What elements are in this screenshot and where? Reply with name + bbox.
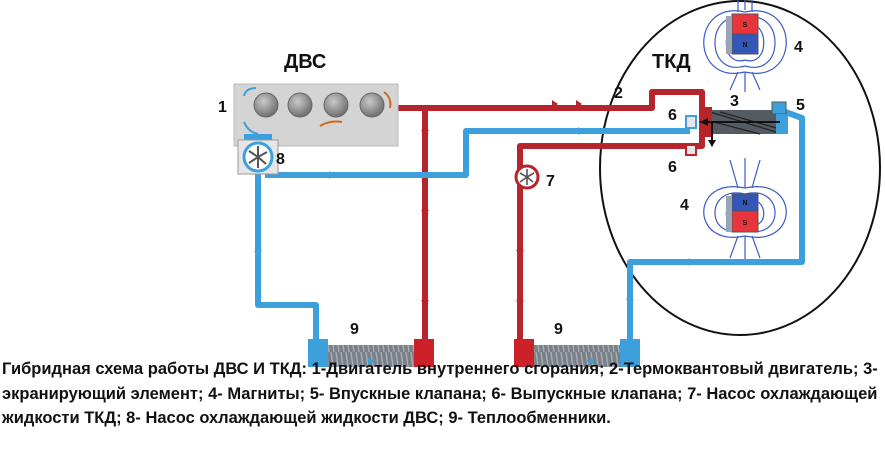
engine-title: ДВС: [284, 51, 326, 73]
hot-pipe-to-tkd: [425, 89, 705, 126]
fan-icon: [248, 146, 268, 168]
label-9-right: 9: [554, 321, 563, 338]
heat-exchanger-right: [514, 339, 640, 367]
flow-arrows: [254, 100, 690, 306]
label-9-left: 9: [350, 321, 359, 338]
cold-pipe-tkd-return: [627, 107, 805, 345]
exhaust-valve-top: [685, 115, 697, 129]
arrow-icon: [586, 358, 594, 364]
label-2: 2: [614, 85, 623, 102]
arrow-icon: [368, 358, 376, 364]
fan-icon: [519, 169, 535, 185]
arrow-icon: [324, 171, 330, 179]
tkd-core: [685, 101, 788, 156]
arrow-icon: [552, 100, 558, 108]
magnet-pole-n: N: [742, 42, 747, 49]
magnet-pole-n: N: [742, 200, 747, 207]
tkd-coolant-pump: [514, 164, 540, 190]
engine-coolant-pump: [237, 134, 279, 175]
cylinder: [323, 92, 349, 118]
label-7: 7: [546, 173, 555, 190]
cold-pipe-engine-return: [255, 168, 319, 345]
diagram-caption: Гибридная схема работы ДВС И ТКД: 1-Двиг…: [2, 360, 878, 427]
intake-valve: [771, 101, 787, 115]
label-1: 1: [218, 99, 227, 116]
arrow-icon: [421, 300, 429, 306]
cylinder: [287, 92, 313, 118]
arrow-icon: [516, 250, 524, 256]
arrow-icon: [516, 300, 524, 306]
cylinder: [359, 92, 385, 118]
exhaust-valve-bottom: [685, 144, 697, 156]
arrow-icon: [684, 258, 690, 266]
arrow-icon: [576, 100, 582, 108]
label-6-top: 6: [668, 107, 677, 124]
magnet-top: S N: [703, 0, 787, 92]
label-4-bottom: 4: [680, 197, 689, 214]
label-8: 8: [276, 151, 285, 168]
arrow-icon: [421, 210, 429, 216]
magnet-pole-s: S: [743, 220, 748, 227]
label-5: 5: [796, 97, 805, 114]
arrow-icon: [254, 246, 262, 252]
hot-pipe-engine-outlet: [398, 105, 428, 345]
magnet-bottom: N S: [703, 158, 787, 262]
heat-exchanger-left: [308, 339, 434, 367]
arrow-icon: [626, 294, 634, 300]
tkd-title: ТКД: [652, 51, 691, 73]
label-3: 3: [730, 93, 739, 110]
arrow-icon: [421, 130, 429, 136]
arrow-icon: [578, 127, 584, 135]
label-4-top: 4: [794, 39, 803, 56]
label-6-bottom: 6: [668, 159, 677, 176]
cylinder: [253, 92, 279, 118]
magnet-pole-s: S: [743, 22, 748, 29]
tkd-boundary: [599, 0, 881, 336]
